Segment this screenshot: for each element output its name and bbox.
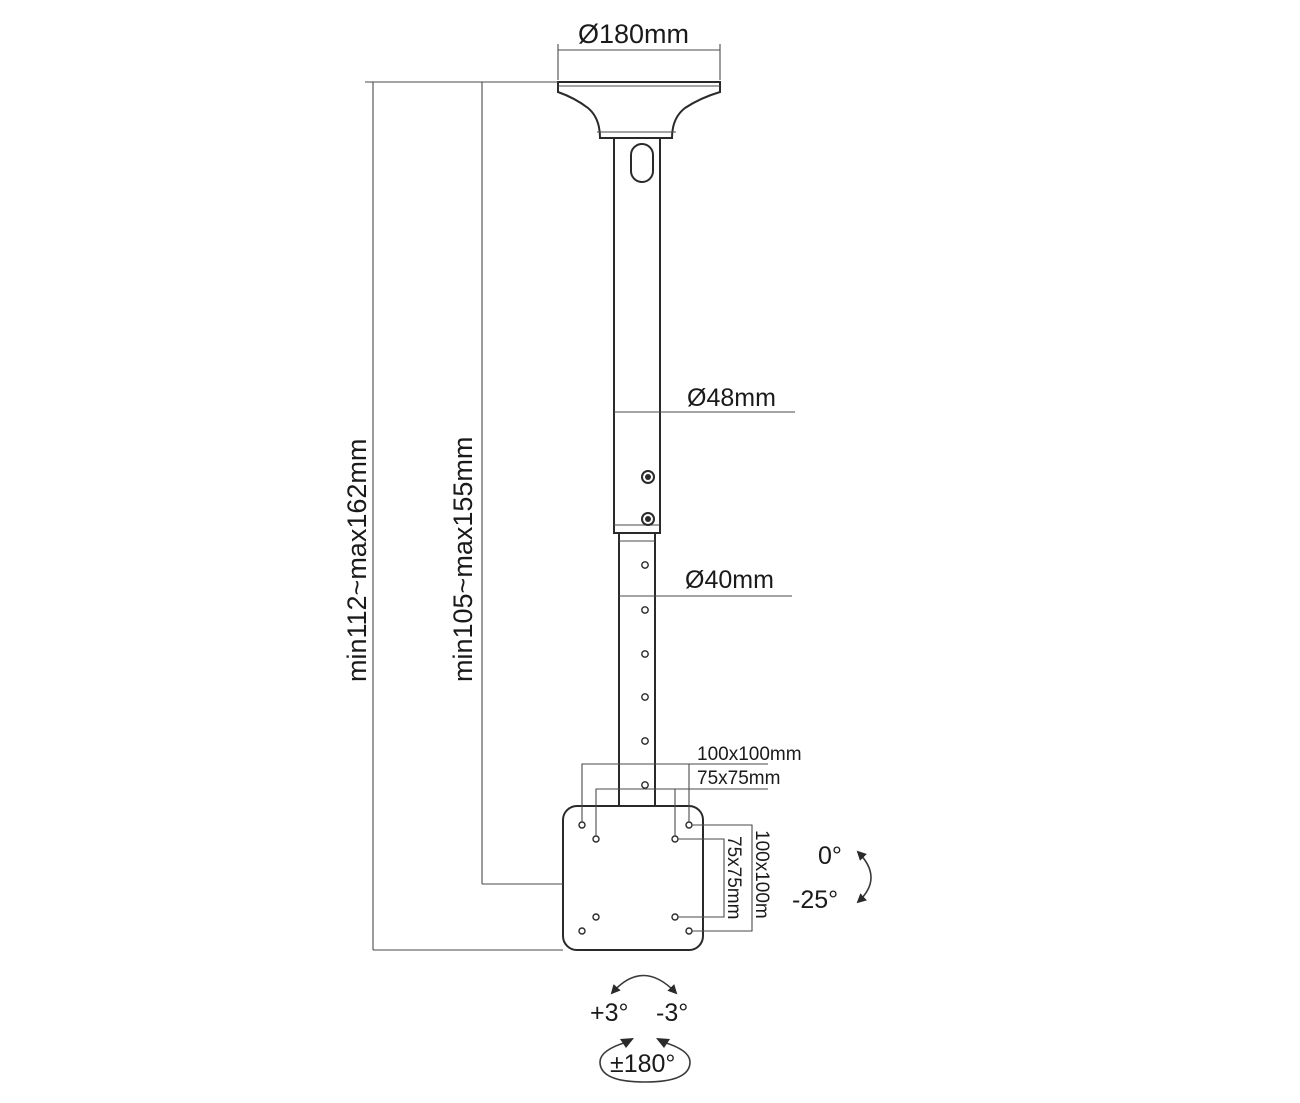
upper-tube xyxy=(613,137,661,534)
vesa-small-vertical-label: 75x75mm xyxy=(723,836,744,919)
swivel-arrow-icon xyxy=(610,974,678,995)
tilt-bottom-label: -25° xyxy=(792,886,838,914)
upper-tube-label: Ø48mm xyxy=(687,384,776,412)
total-height-dimension: min112~max162mm xyxy=(342,81,563,951)
vesa-large-vertical-label: 100x100m xyxy=(751,830,772,919)
vesa-small-horizontal-label: 75x75mm xyxy=(697,768,780,789)
vesa-large-horizontal-label: 100x100mm xyxy=(697,744,802,765)
lower-tube-dimension: Ø40mm xyxy=(655,566,792,597)
ceiling-plate xyxy=(557,81,721,139)
tilt-top-label: 0° xyxy=(818,842,842,870)
lower-tube-label: Ø40mm xyxy=(685,566,774,594)
vesa-plate xyxy=(562,805,704,951)
upper-tube-dimension: Ø48mm xyxy=(660,384,795,413)
swivel-right-label: -3° xyxy=(656,999,688,1027)
base-diameter-label: Ø180mm xyxy=(578,19,689,49)
tube-height-dimension: min105~max155mm xyxy=(448,82,563,885)
lower-tube xyxy=(618,532,656,808)
swivel-indicator: +3° -3° xyxy=(590,974,688,1027)
vesa-vertical-dimension: 100x100m 75x75mm xyxy=(678,824,772,932)
rotation-label: ±180° xyxy=(610,1050,675,1078)
vesa-horizontal-dimension: 100x100mm 75x75mm xyxy=(581,744,802,836)
tube-height-label: min105~max155mm xyxy=(448,437,478,682)
base-diameter-dimension: Ø180mm xyxy=(557,19,721,80)
rotation-loop-icon xyxy=(599,1041,691,1083)
rotation-indicator: ±180° xyxy=(599,1038,691,1083)
swivel-left-label: +3° xyxy=(590,999,629,1027)
tilt-arrow-icon xyxy=(856,850,872,904)
tilt-indicator: 0° -25° xyxy=(792,842,872,914)
total-height-label: min112~max162mm xyxy=(342,439,372,682)
